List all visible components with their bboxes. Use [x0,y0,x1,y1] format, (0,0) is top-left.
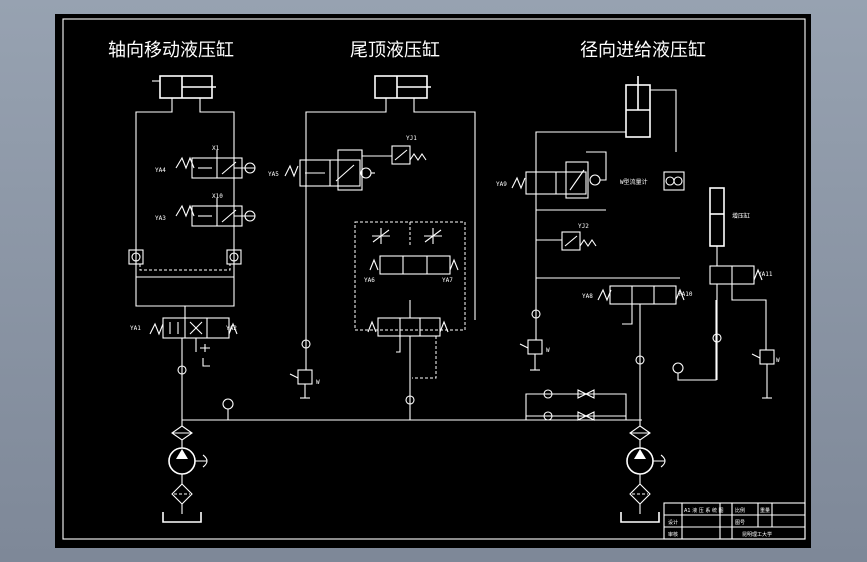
label-w-right: W [776,357,780,364]
label-booster: 增压缸 [732,212,750,220]
valve-ya8-tail [377,317,441,337]
label-x1: X1 [212,145,220,152]
label-yj2: YJ2 [578,223,589,230]
label-ya6: YA6 [364,277,375,284]
pressure-switch-yj2 [561,231,581,251]
label-ya3: YA3 [155,215,166,222]
label-ya1: YA1 [130,325,141,332]
valve-ya6-ya7 [379,255,451,275]
title-block: A1 液 压 系 统 图 设计 审核 比例 重量 图号 昆明理工大学 [663,502,806,540]
titleblock-school: 昆明理工大学 [742,531,772,538]
label-ya7: YA7 [442,277,453,284]
valve-ya8-ya10 [597,285,685,305]
check-valve-left [128,249,144,265]
valve-ya5 [284,149,372,191]
titleblock-design: 设计 [668,519,678,526]
label-flowmeter: W型流量计 [620,178,648,186]
flowmeter [663,171,685,191]
valve-ya9 [511,161,601,199]
drawing-sheet [55,14,811,548]
label-ya11: YA11 [758,271,773,278]
titleblock-review: 审核 [668,531,678,538]
radial-circuit [511,76,775,523]
titleblock-drawing-name: A1 液 压 系 统 图 [684,507,724,514]
title-axial-cylinder: 轴向移动液压缸 [108,39,234,61]
drawing-frame [62,18,806,540]
label-ya8: YA8 [582,293,593,300]
label-x10: X10 [212,193,223,200]
label-ya2: YA2 [226,325,237,332]
label-yj1: YJ1 [406,135,417,142]
titleblock-scale: 比例 [735,507,745,514]
label-ya10: YA10 [678,291,693,298]
tail-circuit [284,75,476,420]
label-w-tail: W [316,379,320,386]
titleblock-number: 图号 [735,520,745,526]
label-ya5: YA5 [268,171,279,178]
title-tail-cylinder: 尾顶液压缸 [350,39,440,61]
pressure-switch-yj1 [391,145,411,165]
label-ya4: YA4 [155,167,166,174]
title-radial-cylinder: 径向进给液压缸 [580,39,706,61]
titleblock-weight: 重量 [760,507,770,514]
check-valve-right [226,249,242,265]
label-ya9: YA9 [496,181,507,188]
label-w-radial: W [546,347,550,354]
axial-circuit [128,75,642,523]
